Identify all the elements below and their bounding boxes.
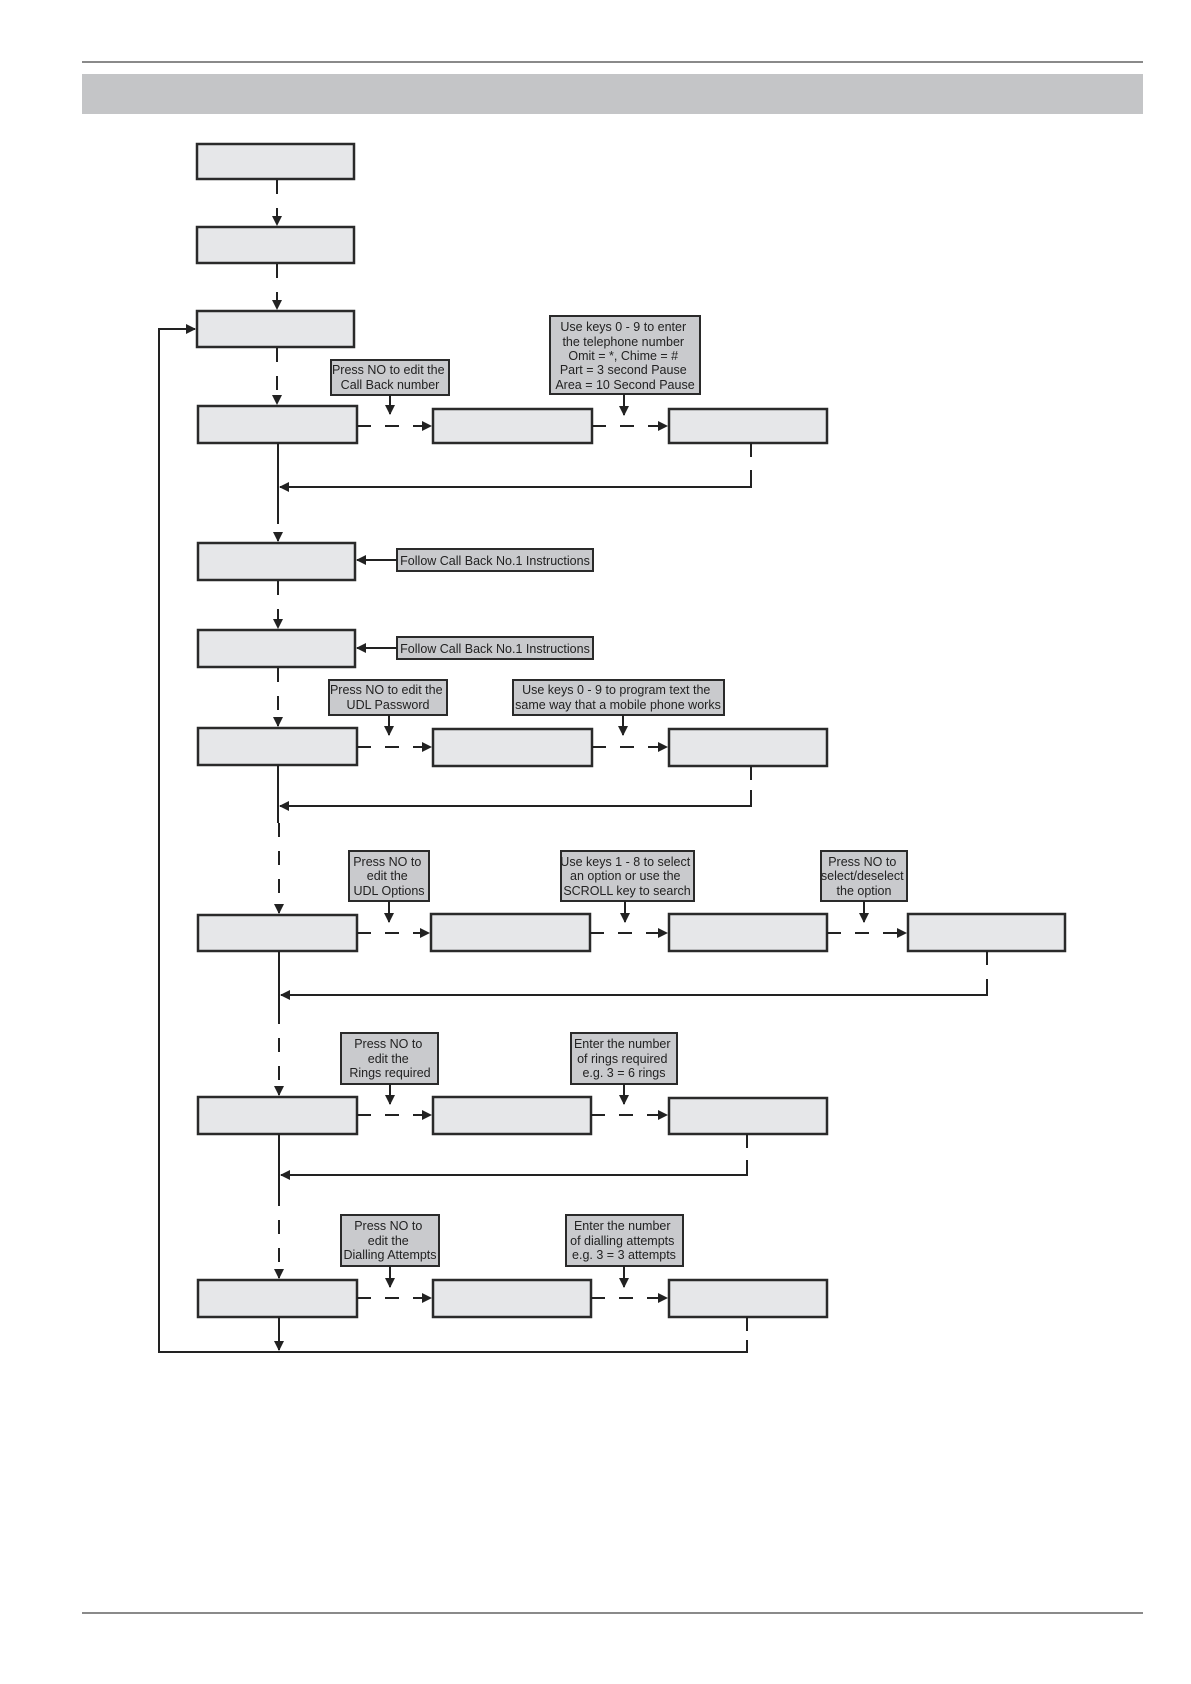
lcd-dialling-edit [431, 1278, 593, 1319]
lcd-rings-edit [431, 1095, 593, 1136]
lcd-udl-options-edit [429, 912, 592, 953]
lcd-box-3 [195, 309, 356, 349]
lcd-box-1 [195, 142, 356, 181]
note-text: Press NO to edit the Rings required [349, 1037, 430, 1080]
note-text: Press NO to edit the Dialling Attempts [343, 1219, 436, 1262]
lcd-dialling-entry [667, 1278, 829, 1319]
lcd-udl-password-edit [431, 727, 594, 768]
note-box [512, 679, 725, 716]
lcd-udl-password-entry [667, 727, 829, 768]
lcd-box-2 [195, 225, 356, 265]
title-band [82, 74, 1143, 114]
note-text: Use keys 0 - 9 to enter the telephone nu… [555, 320, 694, 392]
return-line [279, 470, 752, 492]
lcd-callback1-entry [667, 407, 829, 445]
note-box [328, 679, 448, 716]
loop-back-line [158, 324, 748, 1353]
return-line [280, 1160, 748, 1180]
lcd-udl-options-main [196, 913, 359, 953]
lcd-rings-entry [667, 1096, 829, 1136]
note-box [348, 850, 430, 902]
note-text: Press NO to edit the UDL Options [353, 855, 425, 898]
note-box [820, 850, 908, 902]
note-text: Use keys 0 - 9 to program text the same … [515, 683, 721, 712]
note-text: Follow Call Back No.1 Instructions [400, 554, 590, 568]
lcd-rings-main [196, 1095, 359, 1136]
note-box [565, 1214, 684, 1267]
note-text: Follow Call Back No.1 Instructions [400, 642, 590, 656]
note-text: Press NO to edit the UDL Password [330, 683, 446, 712]
note-box [340, 1214, 440, 1267]
note-text: Press NO to select/deselect the option [821, 855, 907, 898]
note-text: Use keys 1 - 8 to select an option or us… [560, 855, 693, 898]
lcd-callback1-main [196, 404, 359, 445]
note-box [560, 850, 695, 902]
return-line [280, 980, 988, 1000]
lcd-udl-options-toggle [906, 912, 1067, 953]
lcd-udl-options-select [667, 912, 829, 953]
note-text: Enter the number of rings required e.g. … [574, 1037, 674, 1080]
note-text: Press NO to edit the Call Back number [332, 363, 448, 392]
return-line [279, 790, 752, 811]
note-box [330, 359, 450, 396]
lcd-dialling-main [196, 1278, 359, 1319]
note-box [549, 315, 701, 395]
lcd-callback3-main [196, 628, 357, 669]
note-box [340, 1032, 439, 1085]
lcd-udl-password-main [196, 726, 359, 767]
lcd-callback2-main [196, 541, 357, 582]
lcd-callback1-edit [431, 407, 594, 445]
note-text: Enter the number of dialling attempts e.… [570, 1219, 678, 1262]
